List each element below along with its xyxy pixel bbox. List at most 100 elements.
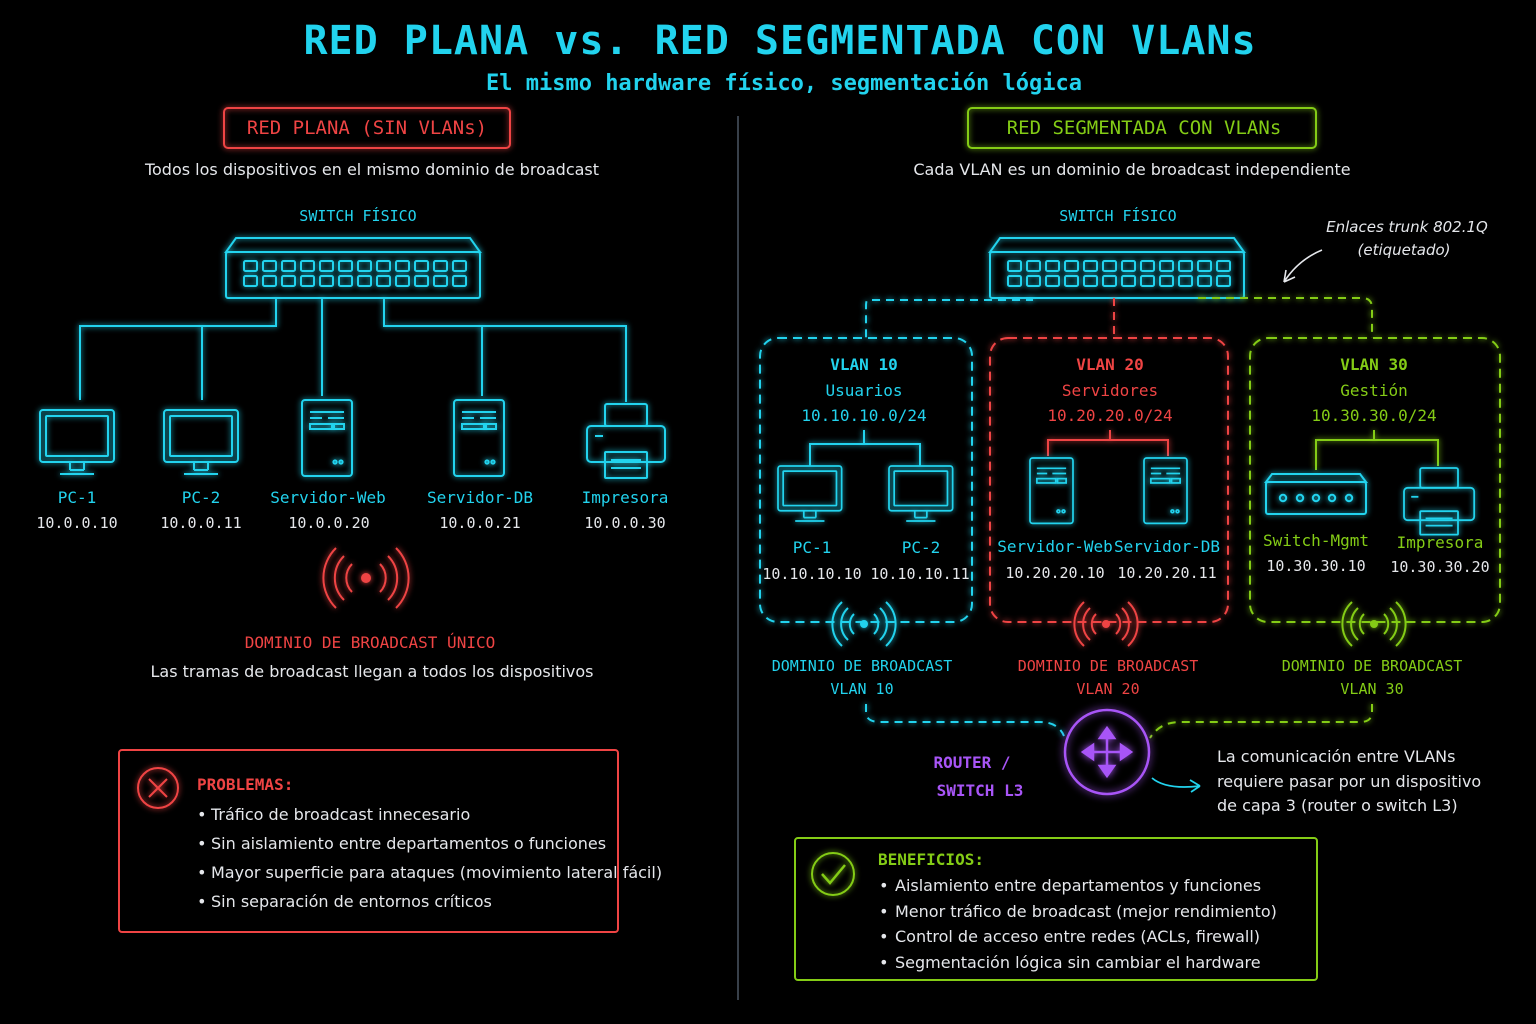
switch-port-icon bbox=[1197, 260, 1212, 272]
switch-port-icon bbox=[1083, 275, 1098, 287]
vlan30-name: VLAN 30 bbox=[1340, 355, 1407, 374]
switch-port-icon bbox=[1045, 275, 1060, 287]
switch-port-icon bbox=[414, 275, 429, 287]
router-link-vlan10 bbox=[865, 704, 1065, 737]
vlan20-cabling bbox=[1047, 430, 1169, 456]
segmented-description: Cada VLAN es un dominio de broadcast ind… bbox=[913, 160, 1350, 179]
switch-port-icon bbox=[376, 260, 391, 272]
vlan10-name: VLAN 10 bbox=[830, 355, 897, 374]
vlan10-role: Usuarios bbox=[825, 381, 902, 400]
vlan20-subnet: 10.20.20.0/24 bbox=[1047, 406, 1172, 425]
vlan10-device-name: PC-1 bbox=[793, 538, 832, 557]
trunk-note-line: (etiquetado) bbox=[1357, 241, 1450, 259]
switch-port-icon bbox=[1197, 275, 1212, 287]
vlan10-broadcast-waves-icon bbox=[831, 601, 897, 647]
problems-title: PROBLEMAS: bbox=[197, 775, 293, 794]
router-note-line: de capa 3 (router o switch L3) bbox=[1217, 796, 1458, 815]
segmented-label: RED SEGMENTADA CON VLANs bbox=[1007, 117, 1282, 139]
flat-description: Todos los dispositivos en el mismo domin… bbox=[144, 160, 599, 179]
switch-port-icon bbox=[376, 275, 391, 287]
vlan10-device-ip: 10.10.10.11 bbox=[870, 565, 969, 583]
switch-port-icon bbox=[300, 275, 315, 287]
switch-port-icon bbox=[1026, 275, 1041, 287]
vlan20-device-ip: 10.20.20.10 bbox=[1005, 564, 1104, 582]
switch-port-icon bbox=[338, 260, 353, 272]
switch-port-icon bbox=[319, 260, 334, 272]
benefit-item: Menor tráfico de broadcast (mejor rendim… bbox=[895, 902, 1277, 921]
switch-port-icon bbox=[1045, 260, 1060, 272]
vlan30-broadcast-line: VLAN 30 bbox=[1340, 680, 1403, 698]
vlan10-device-name: PC-2 bbox=[902, 538, 941, 557]
benefits-list: • Aislamiento entre departamentos y func… bbox=[879, 876, 1277, 972]
flat-device-name: Impresora bbox=[582, 488, 669, 507]
flat-web-server-icon bbox=[301, 399, 353, 477]
benefit-bullet: • bbox=[879, 927, 889, 946]
flat-switch-icon bbox=[224, 237, 482, 299]
flat-broadcast-title: DOMINIO DE BROADCAST ÚNICO bbox=[245, 633, 495, 652]
flat-label-box bbox=[223, 107, 511, 149]
switch-port-icon bbox=[1178, 260, 1193, 272]
vlan30-broadcast-line: DOMINIO DE BROADCAST bbox=[1282, 657, 1463, 675]
flat-device-name: Servidor-Web bbox=[270, 488, 386, 507]
switch-port-icon bbox=[452, 275, 467, 287]
vlan20-broadcast-line: VLAN 20 bbox=[1076, 680, 1139, 698]
problem-bullet: • bbox=[197, 805, 207, 824]
flat-switch-label: SWITCH FÍSICO bbox=[299, 206, 416, 225]
switch-port-icon bbox=[1121, 275, 1136, 287]
switch-port-icon bbox=[433, 275, 448, 287]
router-note-arrow-icon bbox=[1151, 777, 1201, 793]
vlan20-device-name: Servidor-DB bbox=[1114, 537, 1220, 556]
switch-port-icon bbox=[262, 275, 277, 287]
flat-device-labels: PC-1 10.0.0.10 PC-2 10.0.0.11 Servidor-W… bbox=[36, 488, 668, 532]
vlan10-pc2-monitor-icon bbox=[888, 465, 954, 522]
problem-bullet: • bbox=[197, 892, 207, 911]
switch-port-icon bbox=[338, 275, 353, 287]
switch-port-icon bbox=[452, 260, 467, 272]
switch-port-icon bbox=[243, 260, 258, 272]
switch-port-icon bbox=[1121, 260, 1136, 272]
switch-port-icon bbox=[243, 275, 258, 287]
switch-port-icon bbox=[1007, 275, 1022, 287]
benefits-title: BENEFICIOS: bbox=[878, 850, 984, 869]
vlan10-pc1-monitor-icon bbox=[777, 465, 843, 522]
benefit-bullet: • bbox=[879, 876, 889, 895]
trunk-link-vlan10 bbox=[865, 298, 1033, 338]
page-subtitle: El mismo hardware físico, segmentación l… bbox=[486, 71, 1082, 96]
flat-device-name: PC-1 bbox=[58, 488, 97, 507]
problem-item: Mayor superficie para ataques (movimient… bbox=[211, 863, 662, 882]
switch-port-icon bbox=[1064, 260, 1079, 272]
vlan30-device-ip: 10.30.30.20 bbox=[1390, 558, 1489, 576]
benefit-item: Aislamiento entre departamentos y funcio… bbox=[895, 876, 1261, 895]
benefit-item: Control de acceso entre redes (ACLs, fir… bbox=[895, 927, 1260, 946]
flat-db-server-icon bbox=[453, 399, 505, 477]
vlan20-broadcast-line: DOMINIO DE BROADCAST bbox=[1018, 657, 1199, 675]
segmented-switch-label: SWITCH FÍSICO bbox=[1059, 206, 1176, 225]
vlan10-broadcast-line: VLAN 10 bbox=[830, 680, 893, 698]
vlan30-device-ip: 10.30.30.10 bbox=[1266, 557, 1365, 575]
switch-port-icon bbox=[357, 275, 372, 287]
switch-port-icon bbox=[1102, 275, 1117, 287]
page-title: RED PLANA vs. RED SEGMENTADA CON VLANs bbox=[303, 18, 1256, 64]
flat-device-name: PC-2 bbox=[182, 488, 221, 507]
router-icon bbox=[1063, 708, 1151, 796]
switch-port-icon bbox=[1159, 275, 1174, 287]
switch-port-icon bbox=[1159, 260, 1174, 272]
flat-pc1-monitor-icon bbox=[39, 409, 115, 475]
switch-port-icon bbox=[395, 275, 410, 287]
flat-label: RED PLANA (SIN VLANs) bbox=[247, 117, 487, 139]
vlan20-broadcast-waves-icon bbox=[1073, 601, 1139, 647]
problem-bullet: • bbox=[197, 834, 207, 853]
vlan30-cabling bbox=[1315, 430, 1439, 470]
benefit-item: Segmentación lógica sin cambiar el hardw… bbox=[895, 953, 1261, 972]
vlan20-name: VLAN 20 bbox=[1076, 355, 1143, 374]
segmented-switch-icon bbox=[988, 237, 1246, 299]
vlan30-role: Gestión bbox=[1340, 381, 1407, 400]
benefit-bullet: • bbox=[879, 902, 889, 921]
benefits-check-icon bbox=[811, 852, 855, 896]
switch-port-icon bbox=[1216, 275, 1231, 287]
flat-device-ip: 10.0.0.20 bbox=[288, 514, 369, 532]
switch-port-icon bbox=[1026, 260, 1041, 272]
vlan30-broadcast-waves-icon bbox=[1341, 601, 1407, 647]
flat-network-panel: RED PLANA (SIN VLANs) Todos los disposit… bbox=[36, 107, 668, 933]
vlan30-printer-icon bbox=[1403, 467, 1476, 536]
